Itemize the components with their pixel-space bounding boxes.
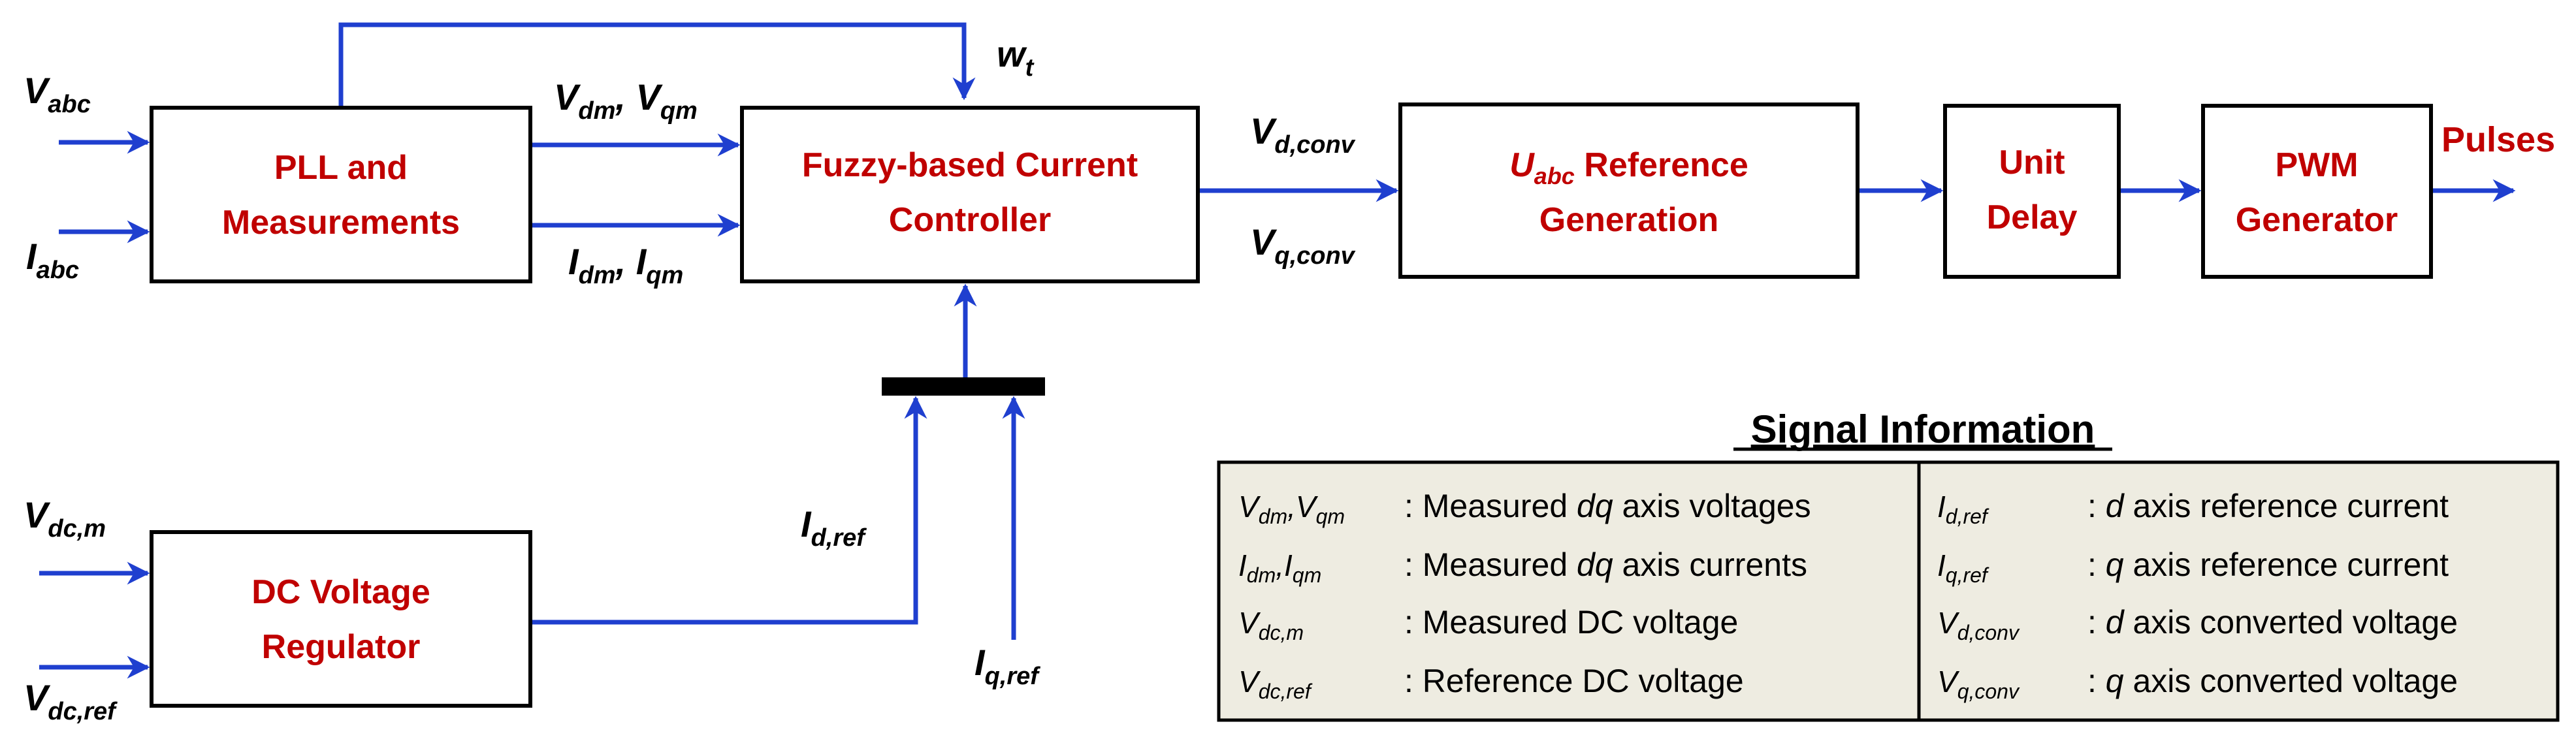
label-iqref: Iq,ref <box>974 642 1040 690</box>
label-vabc: Vabc <box>24 70 91 118</box>
label-idm-iqm: Idm, Iqm <box>568 241 683 289</box>
uabc-line1: Uabc Reference <box>1509 146 1748 189</box>
block-fuzzy-controller: Fuzzy-based Current Controller <box>740 106 1200 283</box>
legend-right-description-1: : d axis reference current <box>2087 488 2449 524</box>
legend-left-symbol-2: Idm,Iqm <box>1238 548 1321 587</box>
dc-line1: DC Voltage <box>251 573 430 611</box>
delay-line2: Delay <box>1987 198 2078 236</box>
block-dc-regulator: DC Voltage Regulator <box>150 530 532 708</box>
label-vqconv: Vq,conv <box>1250 221 1356 270</box>
pwm-line2: Generator <box>2236 201 2398 239</box>
signal-information-legend: Signal Information Vdm,Vqm : Measured dq … <box>1217 407 2560 722</box>
wire-idref <box>530 396 927 625</box>
legend-left-description-2: : Measured dq axis currents <box>1404 546 1807 583</box>
wire-wt <box>338 22 976 108</box>
delay-line1: Unit <box>1999 144 2065 181</box>
legend-left-symbol-1: Vdm,Vqm <box>1238 490 1345 528</box>
legend-right-symbol-2: Iq,ref <box>1937 548 1989 587</box>
block-unit-delay: Unit Delay <box>1943 104 2121 279</box>
mux-bar <box>882 377 1045 396</box>
pll-line1: PLL and <box>274 149 408 187</box>
pwm-line1: PWM <box>2275 146 2358 184</box>
uabc-line2: Generation <box>1539 201 1719 239</box>
label-idref: Id,ref <box>801 503 867 552</box>
legend-right-symbol-4: Vq,conv <box>1937 665 2020 703</box>
signal-wires <box>39 22 2516 679</box>
label-wt: wt <box>997 33 1035 82</box>
label-vdconv: Vd,conv <box>1250 110 1356 159</box>
legend-right-description-3: : d axis converted voltage <box>2087 604 2458 640</box>
legend-left-symbol-4: Vdc,ref <box>1238 665 1313 703</box>
legend-left-symbol-3: Vdc,m <box>1238 606 1304 644</box>
label-vdcref: Vdc,ref <box>24 677 118 725</box>
legend-left-column: Vdm,Vqm : Measured dq axis voltagesIdm,Iq… <box>1238 488 1811 703</box>
label-vdm-vqm: Vdm, Vqm <box>554 76 698 125</box>
label-pulses: Pulses <box>2441 120 2555 159</box>
fuzzy-line2: Controller <box>889 201 1051 239</box>
legend-right-description-2: : q axis reference current <box>2087 546 2449 583</box>
legend-right-symbol-1: Id,ref <box>1937 490 1989 528</box>
dc-line2: Regulator <box>262 628 421 666</box>
legend-left-description-4: : Reference DC voltage <box>1404 663 1744 699</box>
legend-left-description-3: : Measured DC voltage <box>1404 604 1738 640</box>
legend-right-symbol-3: Vd,conv <box>1937 606 2020 644</box>
block-pll: PLL and Measurements <box>150 106 532 283</box>
legend-table <box>1217 460 2560 722</box>
fuzzy-line1: Fuzzy-based Current <box>802 146 1138 184</box>
label-iabc: Iabc <box>26 236 79 284</box>
pll-line2: Measurements <box>222 204 460 242</box>
block-pwm-generator: PWM Generator <box>2201 104 2433 279</box>
block-uabc-reference: Uabc Reference Generation <box>1398 102 1860 279</box>
legend-right-description-4: : q axis converted voltage <box>2087 663 2458 699</box>
legend-title: Signal Information <box>1751 407 2095 451</box>
legend-left-description-1: : Measured dq axis voltages <box>1404 488 1811 524</box>
label-vdcm: Vdc,m <box>24 494 106 543</box>
